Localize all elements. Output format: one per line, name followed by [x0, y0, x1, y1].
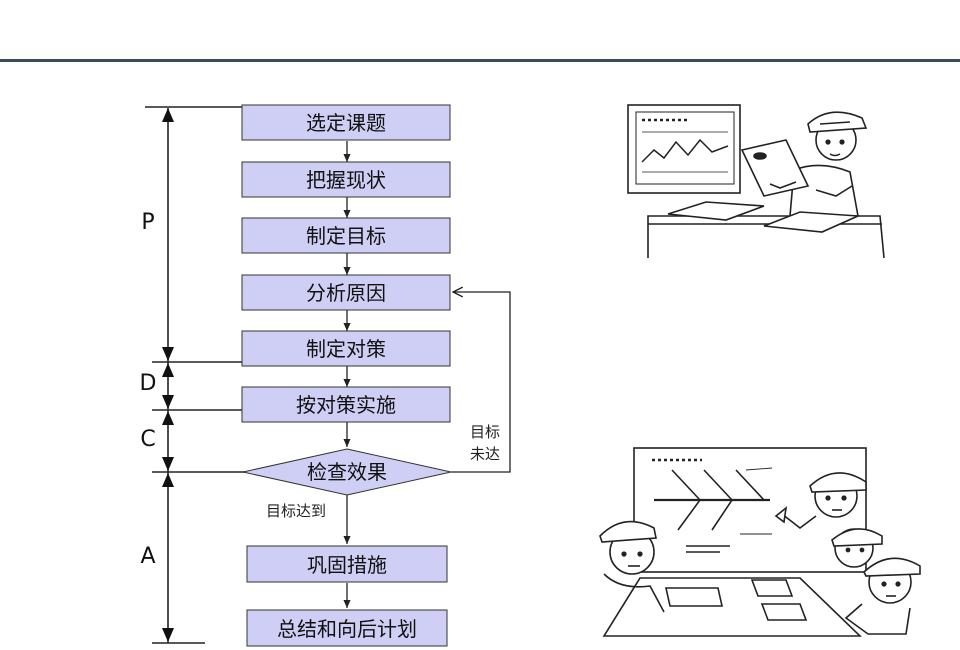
header-rule — [0, 59, 960, 62]
phase-label-c: C — [140, 427, 155, 452]
step-label: 按对策实施 — [296, 393, 396, 417]
team-meeting-fishbone-illustration — [599, 447, 921, 637]
step-label: 巩固措施 — [307, 553, 387, 577]
step-label: 分析原因 — [306, 281, 386, 305]
phase-label-p: P — [141, 210, 154, 235]
process-box-consolidate: 巩固措施 — [246, 545, 448, 583]
process-box-implement: 按对策实施 — [241, 386, 451, 423]
goal-not-reached-label-line1: 目标 — [470, 423, 500, 441]
phase-label-a: A — [140, 544, 155, 569]
process-box-grasp-status: 把握现状 — [241, 161, 451, 198]
goal-reached-label: 目标达到 — [266, 502, 326, 520]
process-box-analyze-cause: 分析原因 — [241, 274, 451, 311]
step-label: 制定目标 — [306, 224, 386, 248]
worker-presenting-chart-illustration — [627, 104, 885, 259]
process-box-make-countermeasure: 制定对策 — [241, 330, 451, 367]
phase-label-d: D — [140, 371, 157, 396]
process-box-set-target: 制定目标 — [241, 217, 451, 254]
phase-bracket — [145, 106, 245, 644]
step-label: 制定对策 — [306, 337, 386, 361]
decision-diamond-check-effect: 检查效果 — [242, 448, 452, 496]
step-label: 把握现状 — [306, 168, 386, 192]
goal-not-reached-label-line2: 未达 — [470, 445, 500, 463]
phase-bracket-arrowheads — [162, 108, 174, 642]
step-label: 检查效果 — [307, 460, 387, 484]
process-box-select-topic: 选定课题 — [241, 104, 451, 141]
feedback-loop-line — [451, 292, 511, 473]
step-label: 选定课题 — [306, 111, 386, 135]
step-label: 总结和向后计划 — [277, 617, 417, 641]
process-box-summarize-plan: 总结和向后计划 — [246, 609, 448, 647]
